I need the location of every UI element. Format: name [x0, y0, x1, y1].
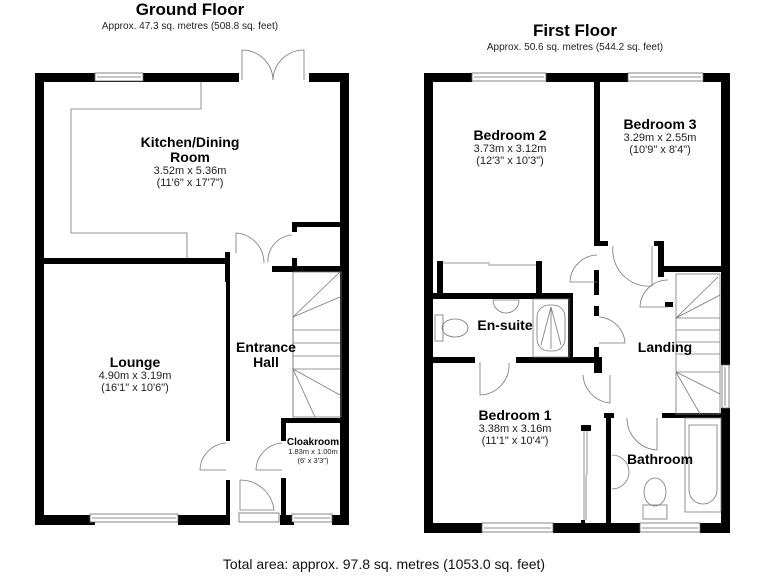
room-label-entrance-hall: Entrance Hall: [226, 340, 306, 370]
first-floor-title: First Floor: [532, 21, 618, 40]
room-dimensions-metric: 3.29m x 2.55m: [623, 132, 697, 144]
room-name: Bedroom 2: [473, 127, 547, 143]
room-dimensions-imperial: (12'3" x 10'3"): [476, 155, 544, 167]
room-name: Entrance: [236, 339, 296, 355]
room-label-ensuite: En-suite: [470, 318, 540, 333]
room-dimensions-metric: 3.73m x 3.12m: [473, 143, 547, 155]
room-dimensions-imperial: (11'1" x 10'4"): [481, 435, 549, 447]
first-floor-windows: [471, 72, 730, 533]
first-floor-fixtures: [434, 245, 722, 520]
ground-floor-windows: [89, 72, 333, 523]
room-name: Cloakroom: [286, 437, 340, 448]
room-name: En-suite: [477, 317, 533, 333]
ground-floor-area: Approx. 47.3 sq. metres (508.8 sq. feet): [101, 21, 279, 32]
room-dimensions-metric: 3.52m x 5.36m: [153, 165, 227, 177]
room-name: Bedroom 1: [478, 407, 552, 423]
room-dimensions-metric: 3.38m x 3.16m: [478, 423, 552, 435]
room-dimensions-imperial: (16'1" x 10'6"): [101, 382, 169, 394]
room-name: Room: [170, 149, 210, 165]
room-dimensions-metric: 1.83m x 1.00m: [288, 447, 338, 456]
room-label-bedroom-1: Bedroom 1 3.38m x 3.16m (11'1" x 10'4"): [455, 407, 575, 448]
room-name: Hall: [253, 354, 279, 370]
room-dimensions-imperial: (11'6" x 17'7"): [156, 177, 224, 189]
room-label-landing: Landing: [630, 340, 700, 355]
room-name: Bedroom 3: [623, 116, 697, 132]
room-label-kitchen: Kitchen/Dining Room 3.52m x 5.36m (11'6"…: [110, 134, 270, 190]
first-floor-area: Approx. 50.6 sq. metres (544.2 sq. feet): [486, 42, 664, 53]
ground-floor-plan: [35, 49, 349, 525]
room-label-cloakroom: Cloakroom 1.83m x 1.00m (6' x 3'3"): [283, 437, 343, 465]
room-name: Bathroom: [626, 451, 694, 467]
room-label-bedroom-2: Bedroom 2 3.73m x 3.12m (12'3" x 10'3"): [450, 127, 570, 168]
room-dimensions-imperial: (6' x 3'3"): [297, 455, 329, 465]
room-label-bathroom: Bathroom: [618, 452, 702, 467]
total-area: Total area: approx. 97.8 sq. metres (105…: [222, 556, 546, 572]
room-name: Kitchen/Dining: [140, 134, 240, 150]
room-label-lounge: Lounge 4.90m x 3.19m (16'1" x 10'6"): [60, 354, 210, 395]
first-floor-walls: [424, 73, 730, 533]
room-dimensions-imperial: (10'9" x 8'4"): [629, 144, 691, 156]
room-dimensions-metric: 4.90m x 3.19m: [98, 370, 172, 382]
room-name: Landing: [637, 339, 693, 355]
ground-floor-doors: [70, 49, 342, 511]
first-floor-plan: [424, 72, 730, 533]
room-label-bedroom-3: Bedroom 3 3.29m x 2.55m (10'9" x 8'4"): [600, 116, 720, 157]
ground-floor-title: Ground Floor: [135, 0, 245, 19]
room-name: Lounge: [109, 354, 161, 370]
